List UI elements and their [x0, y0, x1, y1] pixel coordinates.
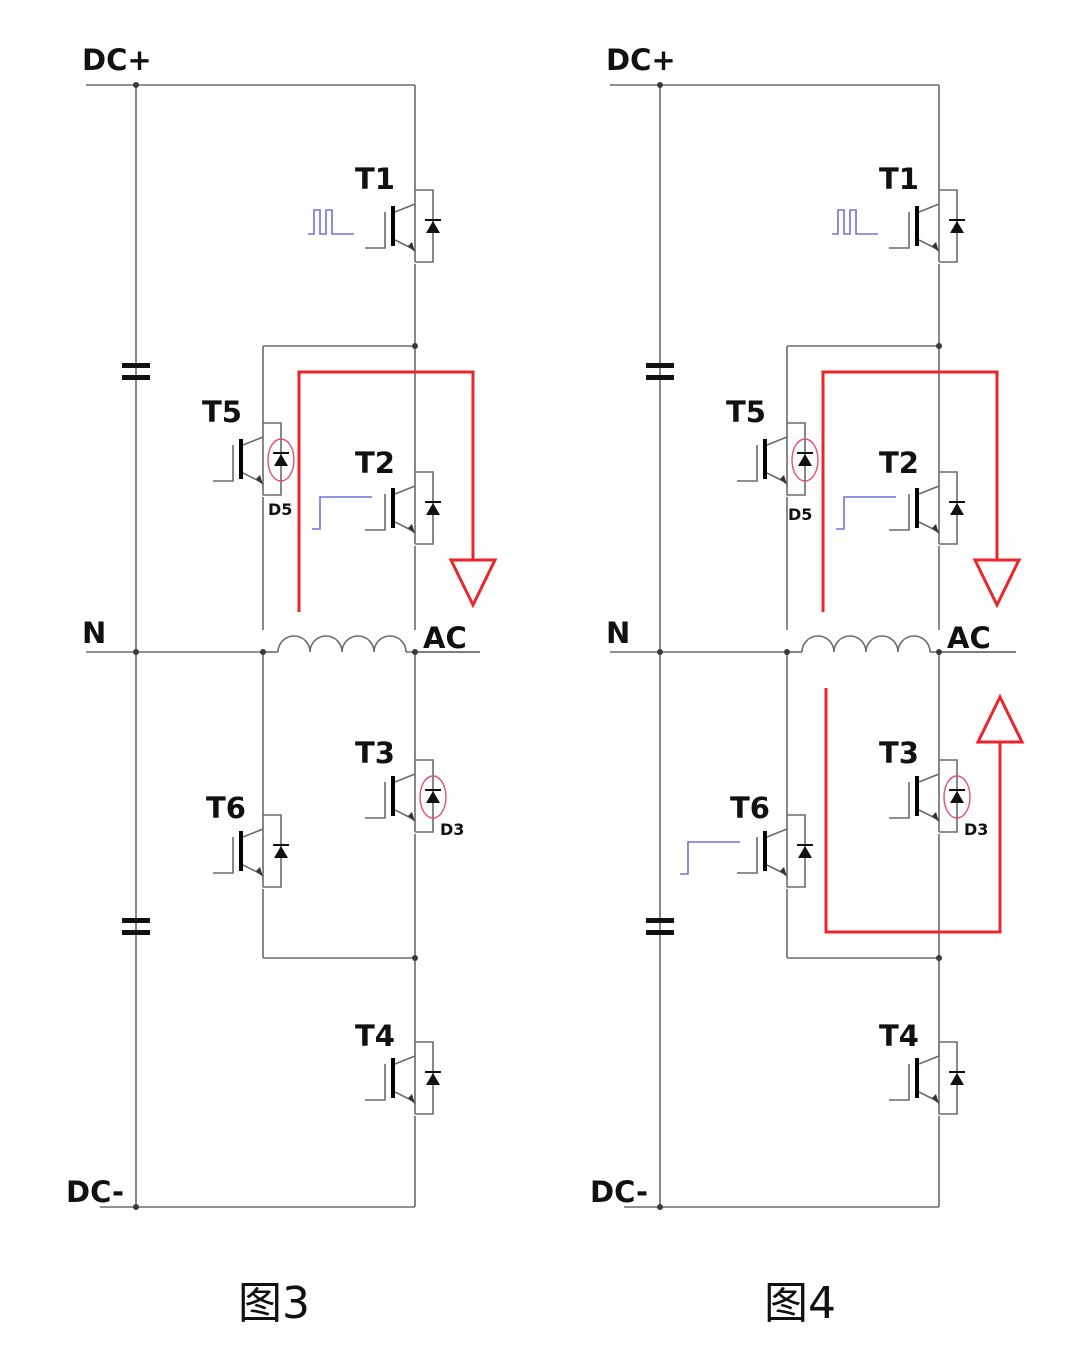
label-t1: T1	[879, 162, 919, 196]
gate-signal-t1-pwm	[831, 209, 879, 235]
label-neutral: N	[82, 616, 106, 650]
gate-signal-t2-on	[311, 496, 373, 530]
label-t4: T4	[355, 1019, 395, 1053]
junction-dots	[133, 82, 418, 1210]
label-dc-plus: DC+	[82, 43, 152, 77]
current-path-2	[824, 688, 1025, 934]
label-t6: T6	[730, 791, 770, 825]
wiring	[610, 84, 1016, 1208]
label-t3: T3	[879, 736, 919, 770]
label-d3: D3	[964, 820, 988, 839]
label-d5: D5	[788, 505, 812, 524]
label-ac: AC	[947, 621, 991, 655]
label-t6: T6	[206, 791, 246, 825]
label-dc-minus: DC-	[66, 1175, 124, 1209]
label-dc-plus: DC+	[606, 43, 676, 77]
label-t5: T5	[202, 395, 242, 429]
label-t2: T2	[355, 446, 395, 480]
gate-signal-t2-on	[835, 496, 897, 530]
wiring	[86, 84, 480, 1208]
label-t2: T2	[879, 446, 919, 480]
gate-signal-t1-pwm	[307, 209, 355, 235]
figure-caption: 图3	[238, 1278, 310, 1329]
panel-fig4: DC+ N AC DC- T1 T2 T3 T4 T5 T6 D5 D3 图4	[590, 43, 1025, 1329]
label-t4: T4	[879, 1019, 919, 1053]
gate-signal-t6-on	[679, 841, 741, 875]
label-t5: T5	[726, 395, 766, 429]
label-neutral: N	[606, 616, 630, 650]
current-path-1	[821, 370, 1022, 612]
label-t3: T3	[355, 736, 395, 770]
label-ac: AC	[423, 621, 467, 655]
label-t1: T1	[355, 162, 395, 196]
label-dc-minus: DC-	[590, 1175, 648, 1209]
figure-caption: 图4	[764, 1278, 836, 1329]
junction-dots	[657, 82, 942, 1210]
label-d5: D5	[268, 500, 292, 519]
current-path-1	[297, 370, 498, 612]
label-d3: D3	[440, 820, 464, 839]
panel-fig3: DC+ N AC DC- T1 T2 T3 T4 T5 T6 D5 D3 图3	[66, 43, 498, 1329]
